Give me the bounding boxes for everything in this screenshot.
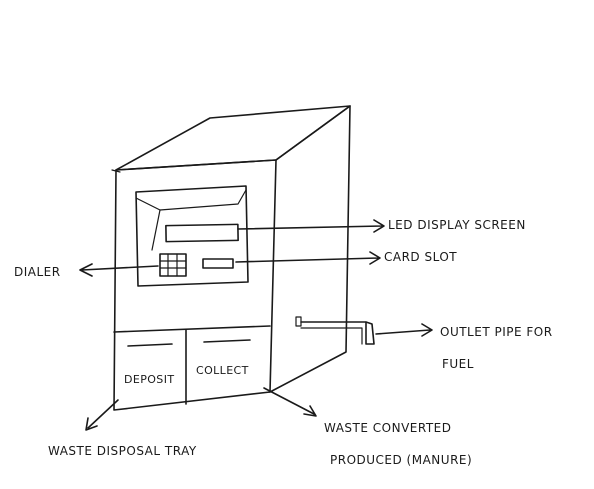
- screen-panel-outer: [136, 186, 248, 286]
- label-waste-tray: WASTE DISPOSAL TRAY: [48, 444, 197, 458]
- label-dialer: DIALER: [14, 265, 61, 279]
- label-outlet-pipe-line2: FUEL: [442, 357, 474, 371]
- arrow-led-display: [238, 220, 384, 232]
- outlet-pipe-stub: [296, 317, 301, 326]
- outlet-pipe: [296, 317, 374, 344]
- label-waste-converted-line2: PRODUCED (MANURE): [330, 453, 472, 467]
- led-display-screen: [166, 224, 238, 241]
- label-deposit: DEPOSIT: [124, 373, 174, 386]
- label-collect: COLLECT: [196, 364, 249, 377]
- arrow-dialer: [80, 264, 158, 276]
- deposit-handle: [128, 344, 172, 346]
- label-waste-converted-line1: WASTE CONVERTED: [324, 421, 451, 435]
- label-led-display: LED DISPLAY SCREEN: [388, 218, 526, 232]
- machine-top-face: [116, 106, 350, 170]
- machine-side-face: [270, 106, 350, 392]
- label-card-slot: CARD SLOT: [384, 250, 457, 264]
- outlet-pipe-body: [301, 322, 374, 344]
- collect-handle: [204, 340, 250, 342]
- arrow-outlet-pipe: [376, 324, 432, 336]
- card-slot: [203, 259, 233, 268]
- screen-panel: [136, 186, 248, 286]
- arrow-card-slot: [236, 252, 380, 264]
- dialer-keypad: [160, 254, 186, 276]
- screen-bevel-line: [152, 210, 160, 250]
- screen-panel-inner: [136, 190, 246, 210]
- annotation-arrows: [80, 220, 432, 430]
- compartment-top-line: [114, 326, 270, 332]
- arrow-waste-converted: [264, 388, 316, 416]
- arrow-waste-tray: [86, 400, 118, 430]
- label-outlet-pipe-line1: OUTLET PIPE FOR: [440, 325, 553, 339]
